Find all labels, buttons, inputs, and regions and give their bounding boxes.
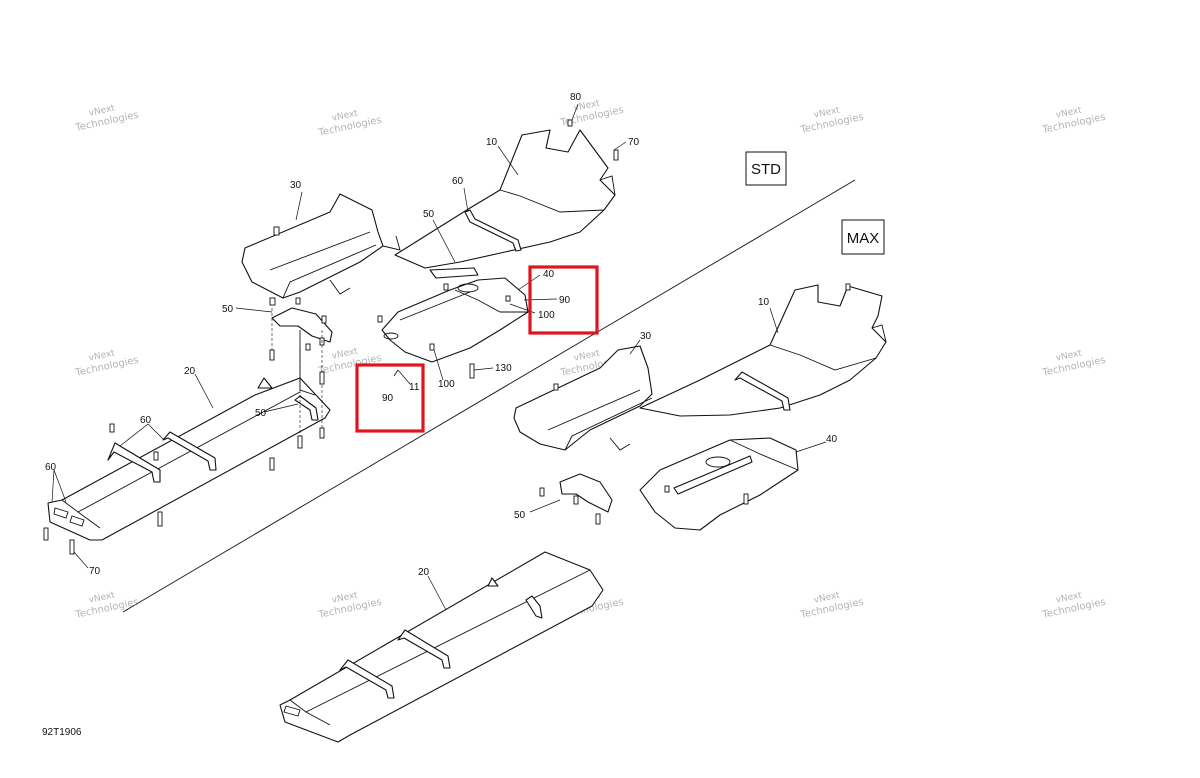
std-skid-plate-40 xyxy=(381,277,529,363)
max-skid-plate-40 xyxy=(639,437,799,531)
max-assembly: 10 30 40 50 20 xyxy=(279,283,887,743)
watermark: vNext Technologies xyxy=(317,108,383,139)
max-bracket-60 xyxy=(734,371,791,411)
std-label: STD xyxy=(751,161,781,178)
callout-std-70-nose: 70 xyxy=(89,566,101,577)
callout-std-90-left: 90 xyxy=(382,393,394,404)
callout-max-30: 30 xyxy=(640,331,652,342)
callout-std-100-left: 100 xyxy=(438,379,455,390)
highlight-box-90-100 xyxy=(528,265,599,335)
callout-std-60-nose: 60 xyxy=(45,462,57,473)
watermark: vNext Technologies xyxy=(317,590,383,621)
watermark: vNext Technologies xyxy=(74,103,140,134)
std-bracket-60-upper xyxy=(464,209,522,252)
callout-std-60-upper: 60 xyxy=(452,176,464,187)
figure-reference: 92T1906 xyxy=(42,727,82,738)
max-leader-lines xyxy=(427,307,827,611)
std-bracket-50-rear xyxy=(257,377,273,389)
callout-std-50-upper: 50 xyxy=(423,209,435,220)
callout-std-50-front: 50 xyxy=(255,408,267,419)
max-bracket-20-a xyxy=(339,659,395,699)
max-label-box: MAX xyxy=(841,219,885,255)
watermark: vNext Technologies xyxy=(74,590,140,621)
watermark: vNext Technologies xyxy=(317,346,383,377)
std-bracket-50-center xyxy=(429,267,479,279)
watermark: vNext Technologies xyxy=(74,348,140,379)
max-skid-plate-20 xyxy=(279,551,604,743)
max-bracket-20-d xyxy=(487,577,499,587)
callout-std-40: 40 xyxy=(543,269,555,280)
callout-std-30: 30 xyxy=(290,180,302,191)
std-leader-lines xyxy=(51,103,627,569)
max-skid-plate-30 xyxy=(513,345,653,451)
callout-std-90-right: 90 xyxy=(559,295,571,306)
std-skid-plate-10 xyxy=(394,129,616,269)
callout-std-60-front: 60 xyxy=(140,415,152,426)
max-bracket-20-c xyxy=(525,595,543,619)
std-skid-plate-20 xyxy=(47,377,331,541)
highlight-box-90-11 xyxy=(355,363,425,433)
callout-max-50: 50 xyxy=(514,510,526,521)
std-side-bracket-50 xyxy=(271,307,333,343)
callout-std-10: 10 xyxy=(486,137,498,148)
std-skid-plate-30 xyxy=(241,193,384,299)
watermark: vNext Technologies xyxy=(1041,105,1107,136)
std-label-box: STD xyxy=(745,151,787,186)
std-assembly: 30 10 60 50 80 70 40 90 100 50 20 50 60 … xyxy=(43,92,640,577)
max-bracket-50 xyxy=(559,473,613,513)
watermark: vNext Technologies xyxy=(1041,590,1107,621)
callout-std-100-right: 100 xyxy=(538,310,555,321)
callout-std-70-upper: 70 xyxy=(628,137,640,148)
callout-max-20: 20 xyxy=(418,567,430,578)
bolt-group xyxy=(43,119,619,555)
callout-max-40: 40 xyxy=(826,434,838,445)
watermark: vNext Technologies xyxy=(1041,348,1107,379)
std-bracket-60-front-b xyxy=(162,431,217,471)
variant-divider-line xyxy=(122,179,856,613)
callout-std-20: 20 xyxy=(184,366,196,377)
callout-std-50-side: 50 xyxy=(222,304,234,315)
watermark: vNext Technologies xyxy=(559,98,625,129)
callout-std-80: 80 xyxy=(570,92,582,103)
max-skid-plate-10 xyxy=(639,284,887,417)
callout-std-11: 11 xyxy=(409,382,420,393)
std-bracket-60-front-a xyxy=(107,442,161,483)
watermark: vNext Technologies xyxy=(799,105,865,136)
max-bracket-20-b xyxy=(397,629,451,669)
watermark: vNext Technologies xyxy=(799,590,865,621)
max-label: MAX xyxy=(847,230,880,247)
callout-std-130: 130 xyxy=(495,363,512,374)
callout-max-10: 10 xyxy=(758,297,770,308)
